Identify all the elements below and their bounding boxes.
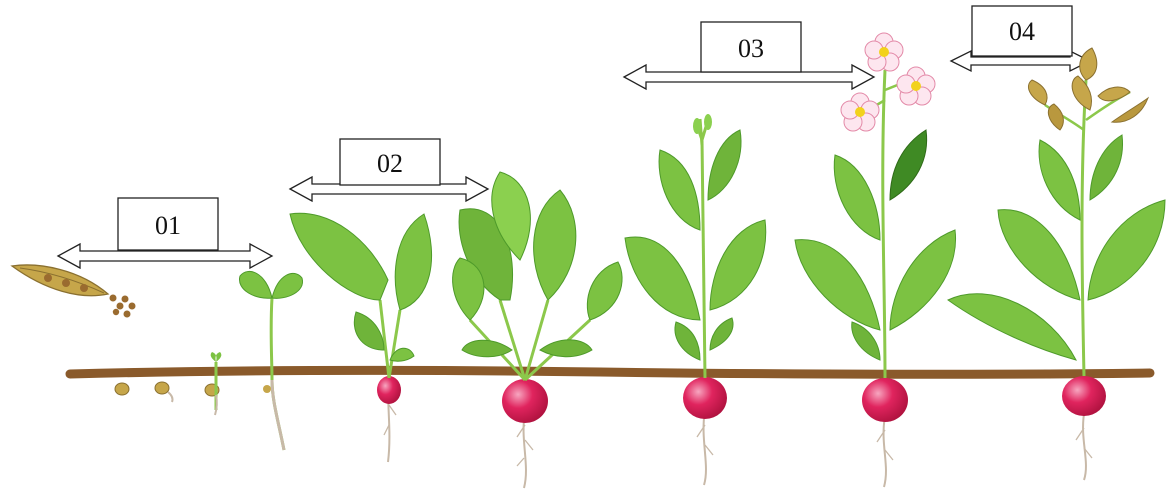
young-radish-plant	[290, 213, 432, 462]
stage-2-label: 02	[377, 149, 403, 178]
stage-1-label: 01	[155, 211, 181, 240]
seeding-radish-plant	[948, 48, 1165, 480]
flowering-radish-plant	[795, 33, 956, 487]
mature-radish-plant	[453, 172, 623, 488]
germinating-seeds	[115, 352, 221, 415]
soil-line	[70, 370, 1150, 374]
stage-4-marker: 04	[951, 6, 1090, 71]
bolting-radish-plant	[625, 114, 766, 485]
seed-pod-illustration	[12, 265, 136, 317]
stage-3-marker: 03	[624, 22, 874, 89]
stage-4-label: 04	[1009, 17, 1035, 46]
stage-3-label: 03	[738, 34, 764, 63]
seedling-illustration	[239, 271, 302, 450]
stage-1-marker: 01	[58, 198, 272, 268]
stage-2-marker: 02	[290, 139, 488, 201]
